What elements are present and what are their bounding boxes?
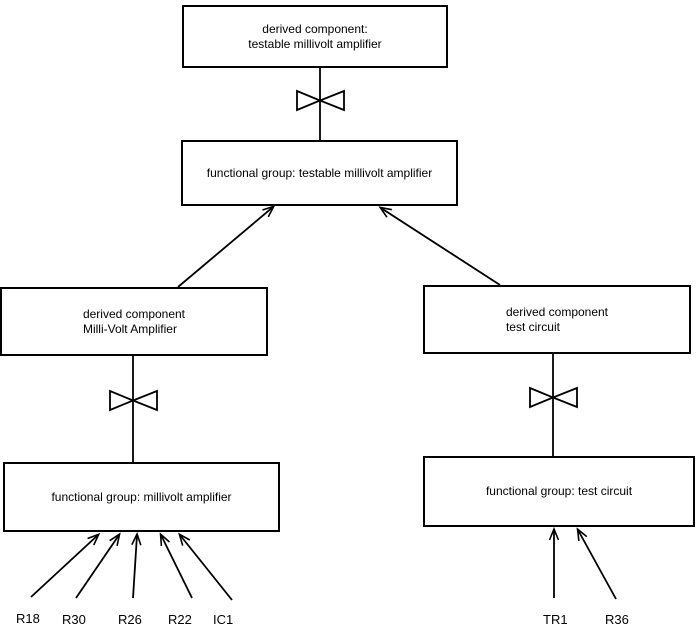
node-fg-testable-millivolt-amplifier[interactable]: functional group: testable millivolt amp… — [181, 140, 458, 206]
connector-derived-tc-to-fg-tc — [529, 354, 578, 456]
node-label-line2: testable millivolt amplifier — [248, 36, 382, 51]
bowtie-icon — [296, 89, 345, 112]
node-label-line1: functional group: test circuit — [485, 484, 633, 498]
connector-tc-to-fg-top — [381, 208, 501, 286]
node-label-line2: test circuit — [505, 319, 560, 334]
connector-r18 — [30, 535, 98, 598]
leaf-label-r30[interactable]: R30 — [62, 612, 86, 627]
node-label-line1: functional group: testable millivolt amp… — [206, 165, 433, 180]
connector-derived-mva-to-fg-mva — [109, 356, 158, 462]
node-label-line1: derived component: — [262, 21, 368, 36]
node-label-line2: Milli-Volt Amplifier — [82, 321, 177, 336]
node-fg-millivolt-amplifier[interactable]: functional group: millivolt amplifier — [3, 462, 280, 532]
connector-mva-to-fg-top — [177, 207, 273, 288]
node-label-line1: derived component — [82, 306, 186, 321]
node-label-line1: functional group: millivolt amplifier — [51, 489, 232, 504]
node-label: functional group: test circuit — [486, 484, 632, 499]
node-label: functional group: millivolt amplifier — [51, 490, 231, 505]
connector-r30 — [75, 535, 119, 599]
connector-r36 — [578, 530, 617, 600]
connector-r22 — [161, 535, 193, 599]
node-label: functional group: testable millivolt amp… — [207, 166, 432, 181]
node-fg-test-circuit[interactable]: functional group: test circuit — [423, 456, 695, 527]
node-derived-testable-millivolt-amplifier[interactable]: derived component:testable millivolt amp… — [182, 5, 448, 68]
leaf-label-r18[interactable]: R18 — [16, 611, 40, 626]
leaf-label-ic1[interactable]: IC1 — [213, 612, 234, 627]
connector-r26 — [133, 535, 137, 599]
connector-derived-to-fg-top — [296, 68, 345, 140]
node-label-line1: derived component — [505, 304, 609, 319]
leaf-label-r36[interactable]: R36 — [605, 612, 629, 627]
node-label: derived component:testable millivolt amp… — [248, 22, 381, 52]
leaf-label-r22[interactable]: R22 — [168, 612, 192, 627]
bowtie-icon — [529, 386, 578, 409]
connector-ic1 — [180, 535, 233, 601]
bowtie-icon — [109, 389, 158, 412]
leaf-label-tr1[interactable]: TR1 — [543, 612, 568, 627]
leaf-label-r26[interactable]: R26 — [118, 612, 142, 627]
